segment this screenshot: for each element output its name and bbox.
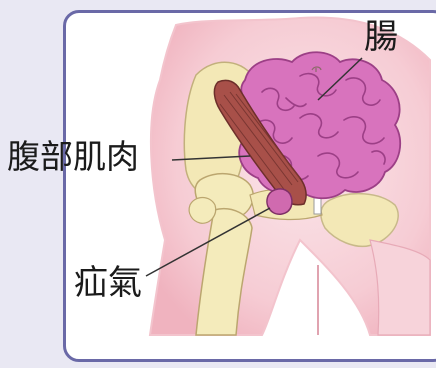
hernia-bulge xyxy=(267,189,292,214)
abdominal-muscle-label: 腹部肌肉 xyxy=(7,140,139,173)
right-thigh xyxy=(370,240,430,335)
intestine-label: 腸 xyxy=(364,20,398,54)
hernia-label: 疝氣 xyxy=(74,266,142,300)
greater-trochanter xyxy=(189,198,216,224)
